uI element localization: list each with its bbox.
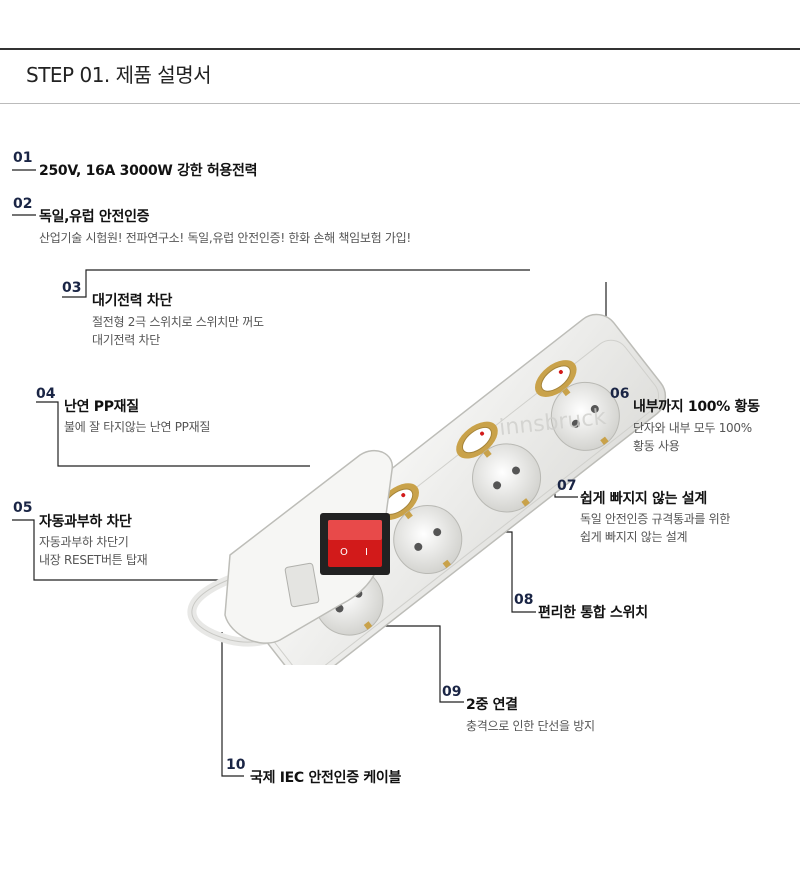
feature-08-title: 편리한 통합 스위치 bbox=[538, 605, 648, 621]
feature-07-number: 07 bbox=[557, 478, 577, 494]
svg-text:I: I bbox=[365, 547, 368, 558]
feature-04-desc: 불에 잘 타지않는 난연 PP재질 bbox=[64, 420, 211, 434]
feature-03-number: 03 bbox=[62, 280, 82, 296]
feature-05-title: 자동과부하 차단 bbox=[39, 514, 132, 530]
feature-02-desc: 산업기술 시험원! 전파연구소! 독일,유럽 안전인증! 한화 손해 책임보험 … bbox=[39, 231, 411, 245]
feature-06-desc: 단자와 내부 모두 100% 황동 사용 bbox=[633, 421, 752, 453]
feature-01-number: 01 bbox=[13, 150, 33, 166]
feature-04-number: 04 bbox=[36, 386, 56, 402]
feature-10-title: 국제 IEC 안전인증 케이블 bbox=[250, 770, 402, 786]
header-bottom-rule bbox=[0, 103, 800, 104]
feature-06-title: 내부까지 100% 황동 bbox=[633, 399, 760, 415]
feature-03-title: 대기전력 차단 bbox=[92, 293, 173, 309]
feature-07-desc: 독일 안전인증 규격통과를 위한 쉽게 빠지지 않는 설계 bbox=[580, 512, 731, 544]
feature-07-title: 쉽게 빠지지 않는 설계 bbox=[580, 491, 707, 507]
feature-02-number: 02 bbox=[13, 196, 33, 212]
feature-04-title: 난연 PP재질 bbox=[64, 399, 139, 415]
feature-09-title: 2중 연결 bbox=[466, 697, 518, 713]
feature-06-number: 06 bbox=[610, 386, 630, 402]
feature-08-number: 08 bbox=[514, 592, 534, 608]
feature-01-title: 250V, 16A 3000W 강한 허용전력 bbox=[39, 163, 258, 179]
feature-10-number: 10 bbox=[226, 757, 246, 773]
feature-09-desc: 충격으로 인한 단선을 방지 bbox=[466, 719, 595, 733]
feature-05-number: 05 bbox=[13, 500, 33, 516]
feature-03-desc: 절전형 2극 스위치로 스위치만 꺼도 대기전력 차단 bbox=[92, 315, 264, 347]
page-title: STEP 01. 제품 설명서 bbox=[26, 63, 212, 87]
power-strip-illustration: O I innsbruck bbox=[187, 313, 667, 665]
header-top-rule bbox=[0, 48, 800, 50]
feature-09-number: 09 bbox=[442, 684, 462, 700]
feature-02-title: 독일,유럽 안전인증 bbox=[39, 209, 150, 225]
svg-text:O: O bbox=[340, 547, 348, 558]
feature-05-desc: 자동과부하 차단기 내장 RESET버튼 탑재 bbox=[39, 535, 148, 567]
